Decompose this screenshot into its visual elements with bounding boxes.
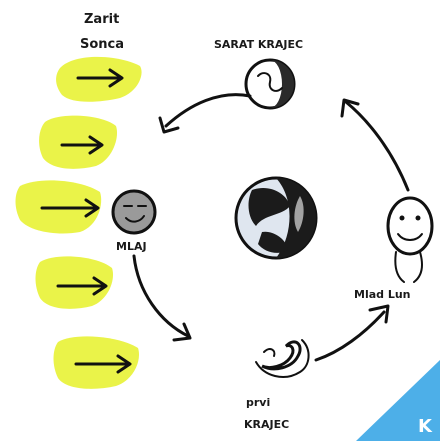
yellow-arrow-icon: [39, 116, 117, 169]
corner-logo-icon: K: [356, 360, 440, 441]
label-sonca: Sonca: [80, 37, 124, 52]
orbit-arrow-right-top: [346, 102, 408, 190]
earth-globe-icon: [236, 178, 316, 258]
new-moon-icon: [113, 191, 155, 233]
yellow-arrow-icon: [36, 256, 114, 309]
label-prvi: prvi: [246, 396, 270, 409]
yellow-arrow-icon: [56, 57, 142, 102]
last-quarter-moon-icon: [246, 60, 294, 108]
svg-text:K: K: [418, 416, 433, 437]
orbit-arrow-left-bottom: [134, 256, 188, 336]
label-krajec: KRAJEC: [244, 418, 289, 431]
label-zarit: Zarit: [84, 12, 119, 27]
yellow-arrow-icon: [16, 180, 102, 233]
orbit-arrow-top-left: [166, 95, 250, 126]
orbit-arrow-bottom-right: [316, 312, 384, 360]
label-sarat-krajec: SARAT KRAJEC: [214, 38, 303, 51]
yellow-arrow-icon: [54, 336, 140, 389]
crescent-moon-icon: [256, 340, 309, 377]
arrowhead-right-top: [342, 100, 358, 116]
moon-face-icon: [388, 198, 432, 282]
arrowhead-bottom-right: [370, 306, 388, 322]
label-mlad-lun: Mlad Lun: [354, 288, 411, 301]
label-mlaj: MLAJ: [116, 240, 147, 253]
